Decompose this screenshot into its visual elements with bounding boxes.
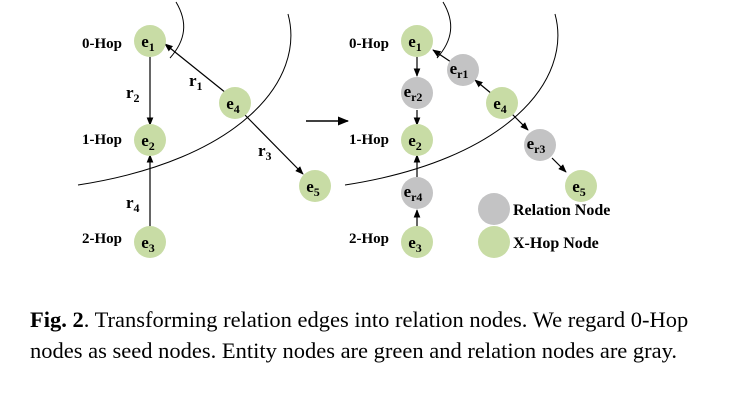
legend-xhop-label: X-Hop Node <box>513 235 599 252</box>
svg-text:e4: e4 <box>226 94 240 116</box>
svg-text:e2: e2 <box>408 131 422 153</box>
hop1-boundary-arc-left <box>77 13 292 186</box>
relation-node-er3: er3 <box>524 129 556 161</box>
hop0-boundary-arc-left <box>169 1 185 59</box>
legend-xhop-swatch <box>478 226 510 258</box>
left-graph: 0-Hop 1-Hop 2-Hop r1 r2 r3 r4 e1 e2 e3 e… <box>77 1 331 258</box>
svg-text:er3: er3 <box>527 134 546 156</box>
legend-relation-label: Relation Node <box>513 202 610 219</box>
entity-node-e5-left: e5 <box>299 170 331 202</box>
edge-e4-er3 <box>510 112 529 131</box>
relation-node-er2: er2 <box>401 77 433 109</box>
svg-text:er2: er2 <box>404 82 423 104</box>
entity-node-e3-right: e3 <box>401 226 433 258</box>
svg-text:er4: er4 <box>404 182 423 204</box>
relation-label-r2: r2 <box>126 83 140 105</box>
caption-text: . Transforming relation edges into relat… <box>30 307 689 363</box>
svg-text:e5: e5 <box>306 177 320 199</box>
svg-text:e4: e4 <box>493 94 507 116</box>
hop2-label-left: 2-Hop <box>82 231 122 247</box>
svg-text:e5: e5 <box>572 177 586 199</box>
edge-er1-e1 <box>432 49 452 63</box>
hop2-label-right: 2-Hop <box>349 231 389 247</box>
hop1-label-left: 1-Hop <box>82 132 122 148</box>
relation-label-r4: r4 <box>126 193 140 215</box>
legend-relation-swatch <box>478 193 510 225</box>
hop1-boundary-arc-right <box>344 13 559 186</box>
relation-label-r1: r1 <box>189 71 203 93</box>
entity-node-e5-right: e5 <box>565 170 597 202</box>
entity-node-e2-left: e2 <box>134 124 166 156</box>
legend: Relation Node X-Hop Node <box>478 193 610 258</box>
entity-node-e2-right: e2 <box>401 124 433 156</box>
svg-text:e1: e1 <box>408 32 422 54</box>
diagram-canvas: 0-Hop 1-Hop 2-Hop r1 r2 r3 r4 e1 e2 e3 e… <box>77 1 610 258</box>
relation-node-er4: er4 <box>401 177 433 209</box>
entity-node-e4-left: e4 <box>219 87 251 119</box>
figure-caption: Fig. 2. Transforming relation edges into… <box>30 305 730 366</box>
edge-e4-e5 <box>242 112 304 175</box>
entity-node-e1-right: e1 <box>401 25 433 57</box>
svg-text:e2: e2 <box>141 131 155 153</box>
svg-text:e1: e1 <box>141 32 155 54</box>
hop0-boundary-arc-right <box>436 1 452 59</box>
edge-e4-e1 <box>164 43 227 94</box>
hop0-label-right: 0-Hop <box>349 36 389 52</box>
edge-e4-er1 <box>474 79 493 95</box>
right-graph: 0-Hop 1-Hop 2-Hop e1 e2 e3 e4 e5 er1 <box>344 1 610 258</box>
hop0-label-left: 0-Hop <box>82 36 122 52</box>
figure-label: Fig. 2 <box>30 307 84 332</box>
entity-node-e1-left: e1 <box>134 25 166 57</box>
svg-text:e3: e3 <box>408 233 422 255</box>
relation-node-er1: er1 <box>447 54 479 86</box>
svg-text:e3: e3 <box>141 233 155 255</box>
hop1-label-right: 1-Hop <box>349 132 389 148</box>
entity-node-e4-right: e4 <box>486 87 518 119</box>
relation-label-r3: r3 <box>258 141 272 163</box>
edge-er3-e5 <box>551 157 567 173</box>
svg-text:er1: er1 <box>450 59 469 81</box>
entity-node-e3-left: e3 <box>134 226 166 258</box>
